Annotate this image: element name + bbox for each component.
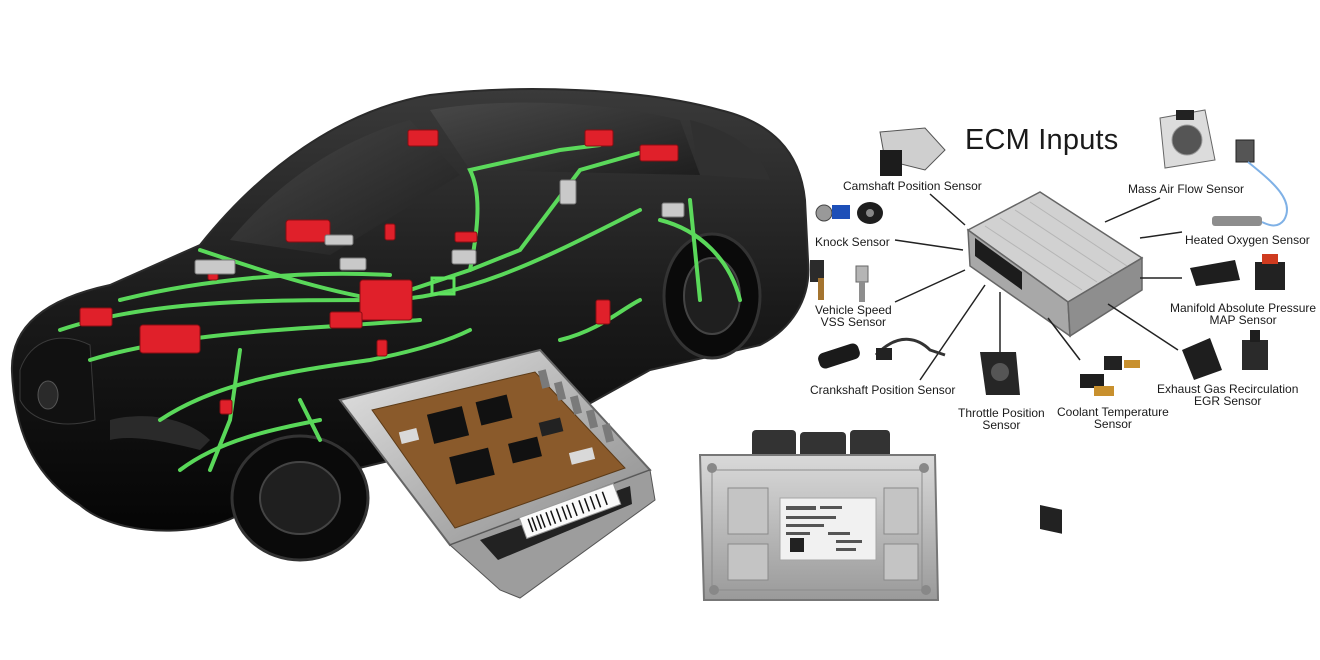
- map-sensor-label: Manifold Absolute Pressure MAP Sensor: [1170, 301, 1317, 327]
- throttle-sensor-label: Throttle Position Sensor: [958, 406, 1045, 432]
- car-grille: [19, 337, 96, 425]
- open-ecm-unit: [338, 348, 656, 599]
- knock-sensor-label: Knock Sensor: [815, 235, 890, 249]
- camshaft-sensor-label: Camshaft Position Sensor: [843, 179, 982, 193]
- map-sensor-icon: [1190, 254, 1285, 290]
- knock-sensor-icon: [815, 202, 883, 224]
- diagram-ecm-box: [966, 191, 1144, 534]
- crankshaft-sensor-icon: [818, 337, 946, 369]
- vss-sensor-icon: [810, 260, 869, 302]
- maf-sensor-icon: [1159, 109, 1216, 169]
- maf-sensor-label: Mass Air Flow Sensor: [1128, 182, 1245, 196]
- vehicle-speed-sensor-label: Vehicle Speed VSS Sensor: [815, 303, 892, 329]
- coolant-sensor-label: Coolant Temperature Sensor: [1057, 405, 1169, 431]
- sensor-lines: [894, 193, 1183, 381]
- crankshaft-sensor-label: Crankshaft Position Sensor: [810, 383, 956, 397]
- camshaft-sensor-icon: [879, 127, 946, 176]
- closed-ecm-unit: [698, 430, 940, 601]
- oxygen-sensor-label: Heated Oxygen Sensor: [1185, 233, 1310, 247]
- egr-sensor-icon: [1182, 330, 1268, 380]
- egr-sensor-label: Exhaust Gas Recirculation EGR Sensor: [1157, 382, 1299, 408]
- green-module: [430, 276, 456, 296]
- diagram-title: ECM Inputs: [965, 124, 1119, 156]
- oxygen-sensor-icon: [1212, 139, 1288, 227]
- throttle-sensor-icon: [980, 352, 1020, 395]
- red-connectors: [79, 129, 679, 415]
- coolant-sensor-icon: [1080, 356, 1140, 396]
